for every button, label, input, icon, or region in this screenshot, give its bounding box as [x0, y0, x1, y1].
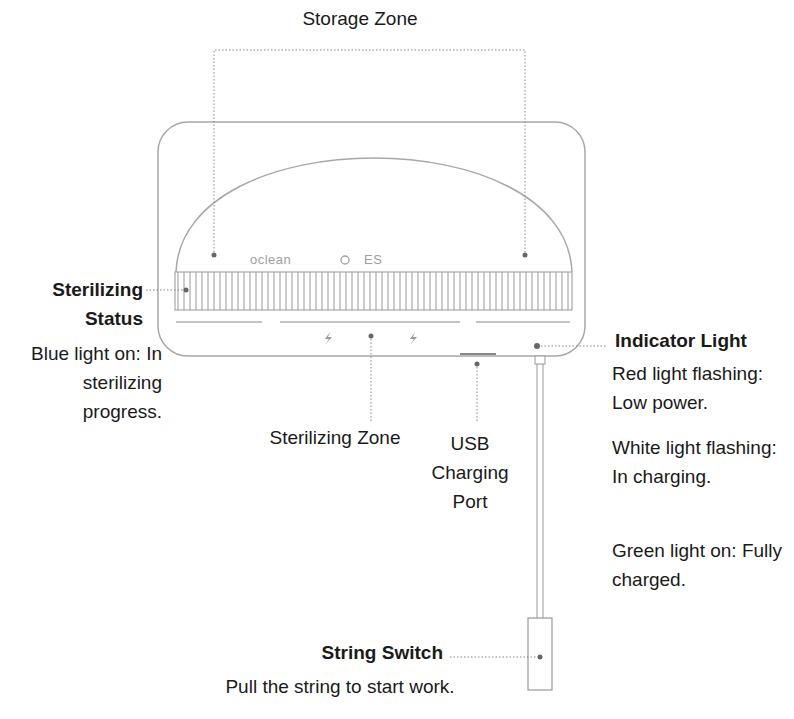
string [537, 364, 538, 618]
callout-title: Sterilizing Status [20, 275, 143, 333]
callout-note: Blue light on: In sterilizing progress. [10, 339, 162, 426]
callout-note: Red light flashing: Low power. [612, 359, 790, 417]
storage-dome [176, 158, 572, 272]
leader-dot [369, 334, 374, 339]
leader-line [450, 657, 536, 658]
callout-title: Indicator Light [615, 326, 790, 355]
brand-logo: oclean [250, 252, 306, 268]
string [543, 364, 544, 618]
panel-line [176, 321, 262, 323]
leader-dot [212, 253, 217, 258]
model-mark: ES [364, 252, 394, 268]
zone-label: Sterilizing Zone [250, 423, 420, 452]
sterilizing-grille [175, 272, 572, 310]
leader-line [541, 346, 607, 347]
leader-line [146, 290, 184, 291]
leader-line [477, 367, 478, 422]
leader-dot [475, 362, 480, 367]
panel-line [280, 321, 460, 323]
usb-port [460, 353, 496, 355]
leader-dot [523, 253, 528, 258]
part-label: USB Charging Port [420, 429, 520, 516]
leader-dot [184, 288, 189, 293]
logo-mark [341, 256, 349, 264]
leader-line [214, 50, 525, 252]
callout-note: Green light on: Fully charged. [612, 536, 790, 594]
device-housing [158, 122, 585, 356]
callout-title: String Switch [263, 638, 443, 667]
string-knob [535, 356, 545, 364]
leader-dot [538, 655, 543, 660]
indicator-light [534, 343, 540, 349]
leader-line [371, 339, 372, 422]
callout-note: Pull the string to start work. [190, 672, 490, 701]
zone-label: Storage Zone [260, 4, 460, 33]
callout-note: White light flashing: In charging. [612, 433, 790, 491]
lightning-symbol [410, 332, 417, 345]
pull-tab [528, 618, 552, 690]
panel-line [476, 321, 570, 323]
lightning-symbol [325, 332, 332, 345]
